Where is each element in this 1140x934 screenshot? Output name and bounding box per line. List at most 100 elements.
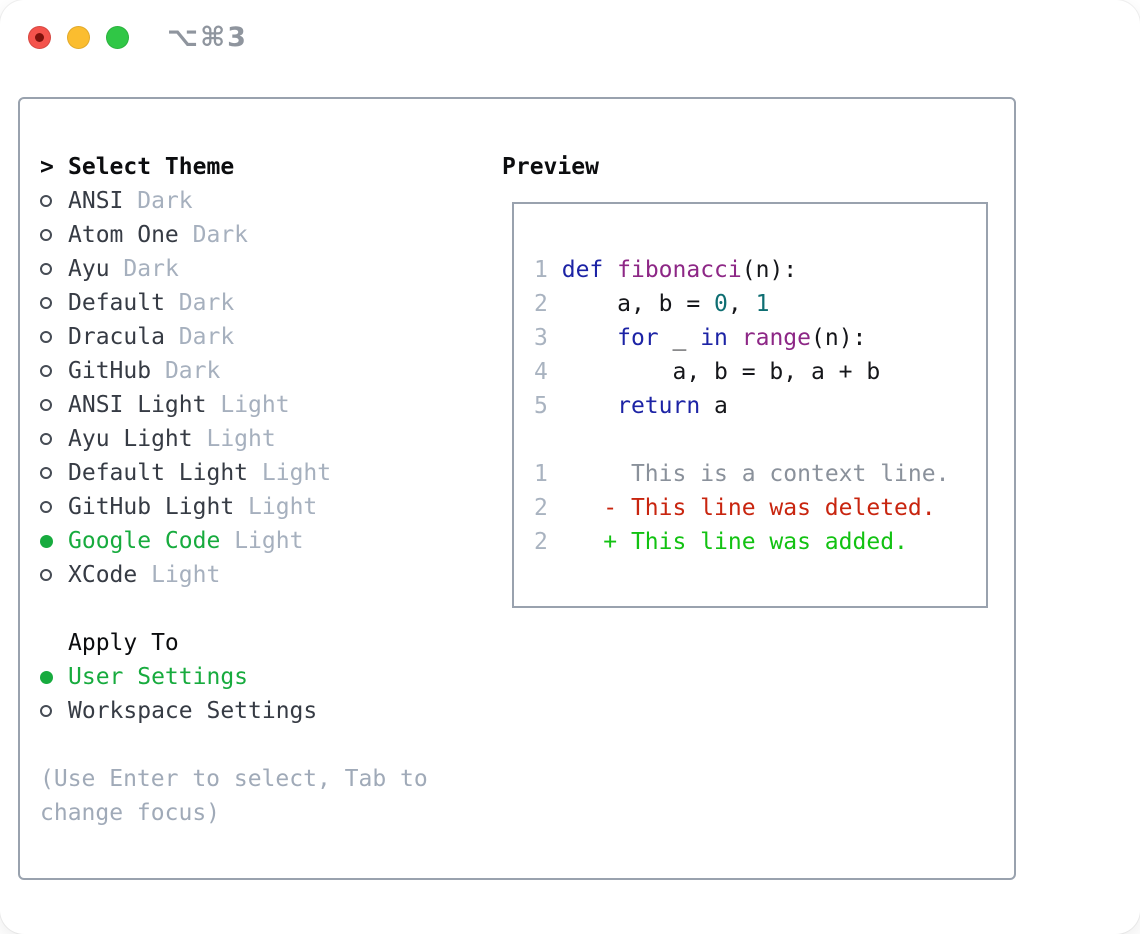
theme-name: Default xyxy=(68,290,165,316)
radio-unselected-icon xyxy=(40,263,52,275)
theme-item-dracula[interactable]: Dracula Dark xyxy=(40,320,428,354)
code-segment-plain xyxy=(548,495,603,521)
code-segment-ctx: This is a context line. xyxy=(630,461,950,487)
code-line: 2 a, b = 0, 1 xyxy=(534,287,949,321)
theme-item-default[interactable]: Default Dark xyxy=(40,286,428,320)
code-line: 1 def fibonacci(n): xyxy=(534,253,949,287)
theme-list-heading: >Select Theme xyxy=(40,150,428,184)
apply-option-label: Workspace Settings xyxy=(68,698,318,724)
line-number: 2 xyxy=(534,529,548,555)
close-button[interactable] xyxy=(28,26,51,49)
code-line: 5 return a xyxy=(534,389,949,423)
line-number: 2 xyxy=(534,291,548,317)
theme-item-ayu-light[interactable]: Ayu Light Light xyxy=(40,422,428,456)
zoom-button[interactable] xyxy=(106,26,129,49)
theme-name: Dracula xyxy=(68,324,165,350)
titlebar: ⌥⌘3 xyxy=(0,0,1140,97)
apply-option-user-settings[interactable]: User Settings xyxy=(40,660,428,694)
code-line: 2 - This line was deleted. xyxy=(534,491,949,525)
theme-variant-label: Dark xyxy=(137,188,193,214)
theme-item-ayu[interactable]: Ayu Dark xyxy=(40,252,428,286)
theme-variant-label: Dark xyxy=(164,358,221,384)
radio-selected-icon xyxy=(40,670,53,684)
row-marker xyxy=(40,433,68,445)
line-number: 4 xyxy=(534,359,548,385)
code-segment-add: + This line was added. xyxy=(603,529,908,555)
theme-item-xcode[interactable]: XCode Light xyxy=(40,558,428,592)
row-marker xyxy=(40,705,68,717)
radio-unselected-icon xyxy=(40,297,52,309)
theme-variant-label: Dark xyxy=(178,290,235,316)
hint-text-line1: (Use Enter to select, Tab to xyxy=(40,766,428,792)
theme-variant-label: Dark xyxy=(123,256,179,282)
code-segment-plain xyxy=(548,325,617,351)
theme-name: ANSI Light xyxy=(68,392,207,418)
cursor-caret-icon: > xyxy=(40,154,54,180)
theme-name: Ayu Light xyxy=(68,426,193,452)
row-marker xyxy=(40,331,68,343)
code-line xyxy=(534,423,949,457)
code-segment-kw: for xyxy=(617,325,659,351)
theme-name: Ayu xyxy=(68,256,110,282)
theme-name: GitHub xyxy=(68,358,152,384)
row-marker: > xyxy=(40,150,68,184)
radio-unselected-icon xyxy=(40,195,52,207)
code-segment-plain: a xyxy=(700,393,728,419)
spacer xyxy=(40,728,428,762)
theme-variant-label: Light xyxy=(261,460,332,486)
code-segment-plain xyxy=(728,325,742,351)
theme-item-ansi[interactable]: ANSI Dark xyxy=(40,184,428,218)
radio-unselected-icon xyxy=(40,331,52,343)
row-marker xyxy=(40,195,68,207)
theme-name: XCode xyxy=(68,562,138,588)
code-segment-kw: in xyxy=(700,325,728,351)
row-marker xyxy=(40,569,68,581)
code-segment-plain xyxy=(548,257,562,283)
row-marker xyxy=(40,263,68,275)
apply-to-title: Apply To xyxy=(68,630,179,656)
code-segment-kw: def xyxy=(561,257,604,283)
row-marker xyxy=(40,229,68,241)
line-number: 5 xyxy=(534,393,548,419)
row-marker xyxy=(40,365,68,377)
code-line: 1 This is a context line. xyxy=(534,457,949,491)
theme-variant-label: Light xyxy=(206,426,276,452)
code-segment-plain xyxy=(603,257,617,283)
theme-item-github[interactable]: GitHub Dark xyxy=(40,354,428,388)
hint-text-line2: change focus) xyxy=(40,800,221,826)
code-line: 3 for _ in range(n): xyxy=(534,321,949,355)
code-segment-plain xyxy=(548,461,631,487)
minimize-button[interactable] xyxy=(67,26,90,49)
code-segment-lit: 1 xyxy=(755,291,770,317)
theme-variant-label: Light xyxy=(151,562,221,588)
theme-name: ANSI xyxy=(68,188,124,214)
row-marker xyxy=(40,467,68,479)
code-segment-plain: a, b = b, a + b xyxy=(547,359,881,385)
code-segment-kw: return xyxy=(617,393,701,419)
theme-variant-label: Light xyxy=(234,528,304,554)
code-segment-plain: (n): xyxy=(811,325,867,351)
code-segment-plain xyxy=(548,529,603,555)
apply-to-heading: Apply To xyxy=(40,626,428,660)
row-marker xyxy=(40,534,68,548)
radio-selected-icon xyxy=(40,534,53,548)
line-number: 1 xyxy=(534,257,548,283)
code-segment-plain xyxy=(548,393,617,419)
apply-option-workspace-settings[interactable]: Workspace Settings xyxy=(40,694,428,728)
line-number: 1 xyxy=(534,461,548,487)
theme-variant-label: Light xyxy=(248,494,318,520)
code-segment-del: - This line was deleted. xyxy=(603,495,936,521)
unsaved-changes-dot-icon xyxy=(35,33,44,42)
row-marker xyxy=(40,670,68,684)
radio-unselected-icon xyxy=(40,229,52,241)
theme-variant-label: Dark xyxy=(178,324,235,350)
code-segment-fn: range xyxy=(741,325,812,351)
